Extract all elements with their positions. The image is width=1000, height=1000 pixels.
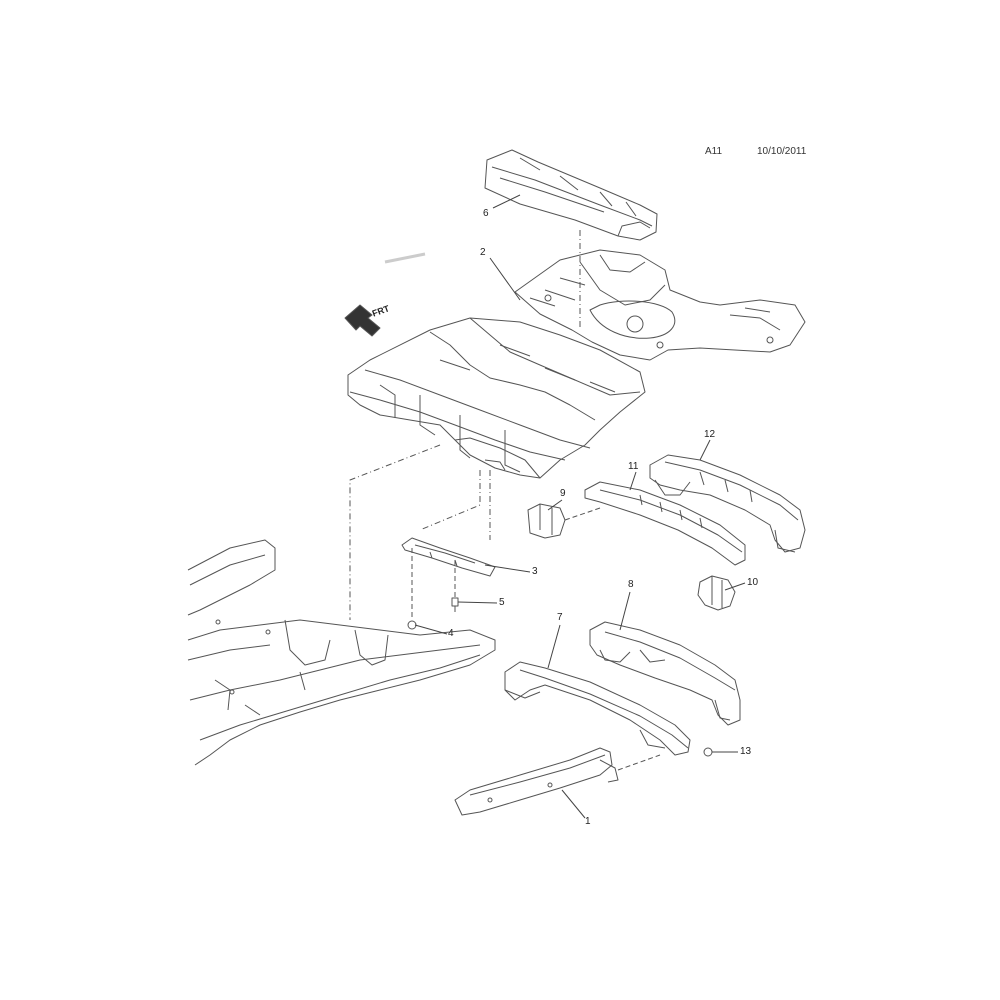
callout-10: 10 [747,577,759,588]
callout-11: 11 [628,461,639,472]
callout-12: 12 [704,429,716,440]
link-line-1-13 [617,754,661,771]
part-9-bracket [527,503,566,539]
leader-lines [414,194,746,819]
part-2-rear-floor-panel [514,249,806,361]
callout-3: 3 [532,566,538,577]
part-4-nut [407,620,417,630]
callout-8: 8 [628,579,634,590]
part-11-bumper-beam [584,481,746,566]
callout-6: 6 [483,208,489,219]
faded-stamp [384,252,426,264]
part-3-reinforcement-plate [401,537,496,577]
link-line-floor-3 [419,470,481,531]
front-direction-arrow-icon [344,304,381,337]
callout-7: 7 [557,612,563,623]
callout-2: 2 [480,247,486,258]
part-1-rail [454,747,619,816]
callout-1: 1 [585,816,591,827]
part-7-member [504,661,691,756]
diagram-date: 10/10/2011 [757,146,807,157]
front-floor-panel [347,317,646,479]
callout-13: 13 [740,746,752,757]
part-8-rear-crossmember [589,621,741,726]
part-12-bumper-reinforcement [649,454,806,553]
link-line-9-11 [564,507,601,521]
callout-4: 4 [448,628,454,639]
callout-9: 9 [560,488,566,499]
callout-5: 5 [499,597,505,608]
part-10-bracket [697,575,736,611]
underbody-frame [187,539,496,766]
link-line-floor-frame [349,444,441,620]
part-5-bolt [451,597,459,612]
diagram-code: A11 [705,146,723,157]
part-13-nut [703,747,713,757]
part-6-crossmember [484,149,658,241]
